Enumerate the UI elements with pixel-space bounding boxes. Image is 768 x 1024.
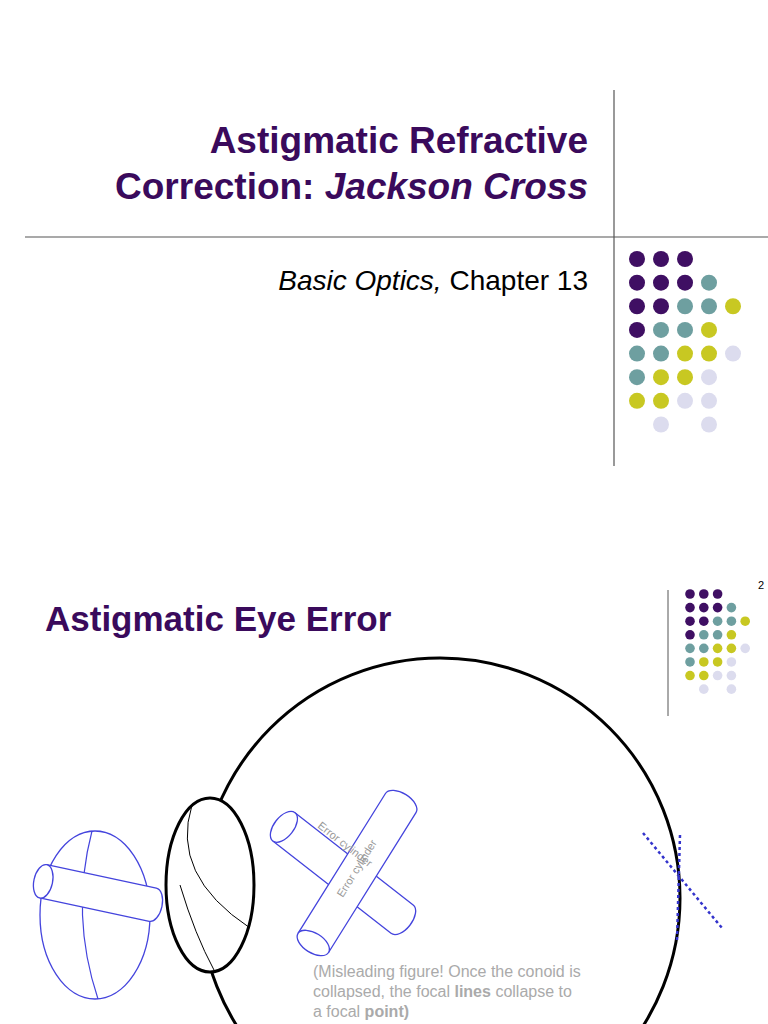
grid-dot bbox=[713, 589, 723, 599]
grid-dot bbox=[727, 616, 737, 626]
grid-dot bbox=[727, 603, 737, 613]
divider-line bbox=[25, 236, 768, 237]
error-cylinder-end bbox=[293, 925, 334, 961]
grid-dot bbox=[677, 346, 693, 362]
grid-dot bbox=[677, 393, 693, 409]
focal-line bbox=[677, 835, 680, 940]
divider-line bbox=[668, 590, 669, 716]
grid-dot bbox=[653, 275, 669, 291]
grid-dot bbox=[629, 393, 645, 409]
grid-dot bbox=[677, 322, 693, 338]
grid-dot bbox=[629, 346, 645, 362]
grid-dot bbox=[653, 322, 669, 338]
lens-curve bbox=[180, 885, 214, 970]
grid-dot bbox=[677, 298, 693, 314]
grid-dot bbox=[685, 616, 695, 626]
slide-title: Astigmatic Eye Error bbox=[45, 598, 605, 640]
error-cylinder-end bbox=[265, 807, 303, 848]
page-number: 2 bbox=[740, 578, 764, 592]
cylinder-lens-end bbox=[31, 863, 56, 900]
grid-dot bbox=[713, 630, 723, 640]
grid-dot bbox=[727, 671, 737, 681]
grid-dot bbox=[727, 684, 737, 694]
slide-title: Astigmatic Refractive Correction: Jackso… bbox=[28, 118, 588, 210]
slide-subtitle: Basic Optics, Chapter 13 bbox=[188, 264, 588, 298]
grid-dot bbox=[699, 616, 709, 626]
grid-dot bbox=[677, 251, 693, 267]
grid-dot bbox=[653, 416, 669, 432]
focal-line bbox=[643, 833, 722, 928]
cylinder-lenses bbox=[31, 785, 422, 999]
grid-dot bbox=[727, 644, 737, 654]
grid-dot bbox=[699, 684, 709, 694]
grid-dot bbox=[727, 657, 737, 667]
grid-dot bbox=[699, 603, 709, 613]
error-cylinder bbox=[293, 785, 421, 961]
error-cylinder-body bbox=[298, 785, 421, 952]
lens-meridian bbox=[82, 831, 98, 999]
grid-dot bbox=[713, 671, 723, 681]
grid-dot bbox=[653, 251, 669, 267]
grid-dot bbox=[685, 589, 695, 599]
grid-dot bbox=[725, 298, 741, 314]
grid-dot bbox=[685, 630, 695, 640]
grid-dot bbox=[725, 346, 741, 362]
cylinder-lens bbox=[31, 863, 166, 923]
eye-lens bbox=[166, 798, 254, 972]
grid-dot bbox=[685, 657, 695, 667]
dot-grid bbox=[685, 589, 750, 694]
grid-dot bbox=[653, 346, 669, 362]
grid-dot bbox=[685, 603, 695, 613]
lens-curve bbox=[187, 805, 250, 928]
divider-line bbox=[613, 90, 614, 466]
grid-dot bbox=[701, 298, 717, 314]
grid-dot bbox=[713, 616, 723, 626]
grid-dot bbox=[629, 298, 645, 314]
note-text: (Misleading figure! Once the conoid is c… bbox=[313, 962, 581, 1022]
eye-globe bbox=[200, 658, 680, 1024]
cylinder-lens-body bbox=[40, 865, 166, 923]
grid-dot bbox=[699, 630, 709, 640]
grid-dot bbox=[713, 644, 723, 654]
grid-dot bbox=[713, 603, 723, 613]
grid-dot bbox=[699, 644, 709, 654]
grid-dot bbox=[701, 346, 717, 362]
grid-dot bbox=[685, 671, 695, 681]
grid-dot bbox=[701, 369, 717, 385]
dot-grid bbox=[629, 251, 741, 432]
grid-dot bbox=[699, 589, 709, 599]
grid-dot bbox=[629, 275, 645, 291]
grid-dot bbox=[685, 644, 695, 654]
grid-dot bbox=[740, 616, 750, 626]
grid-dot bbox=[699, 671, 709, 681]
grid-dot bbox=[701, 322, 717, 338]
grid-dot bbox=[653, 369, 669, 385]
grid-dot bbox=[740, 644, 750, 654]
eye-drawing bbox=[166, 658, 680, 1024]
grid-dot bbox=[713, 657, 723, 667]
grid-dot bbox=[699, 657, 709, 667]
grid-dot bbox=[629, 322, 645, 338]
grid-dot bbox=[653, 298, 669, 314]
grid-dot bbox=[677, 275, 693, 291]
grid-dot bbox=[629, 369, 645, 385]
grid-dot bbox=[677, 369, 693, 385]
grid-dot bbox=[653, 393, 669, 409]
grid-dot bbox=[701, 416, 717, 432]
grid-dot bbox=[701, 393, 717, 409]
grid-dot bbox=[727, 630, 737, 640]
grid-dot bbox=[701, 275, 717, 291]
grid-dot bbox=[629, 251, 645, 267]
